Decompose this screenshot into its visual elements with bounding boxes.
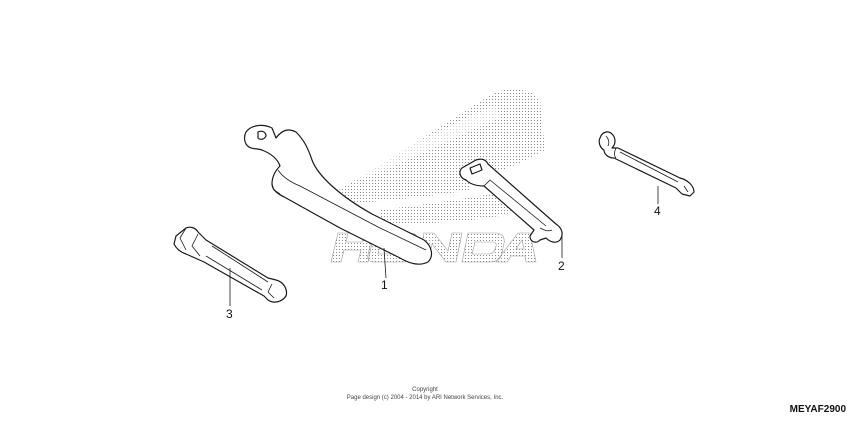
pin-spanner-wrench-icon: [243, 124, 433, 279]
diagram-code: MEYAF2900: [789, 404, 846, 415]
copyright-line-1: Copyright: [412, 387, 438, 393]
callout-part-3[interactable]: 3: [226, 307, 233, 321]
callout-part-2[interactable]: 2: [558, 259, 565, 273]
socket-extension-icon: [173, 226, 288, 306]
copyright-notice: Copyright Page design (c) 2004 - 2014 by…: [0, 386, 850, 402]
honda-wing-logo: [330, 88, 545, 224]
double-end-wrench-icon: [459, 158, 563, 258]
spoke-pin-icon: [598, 131, 695, 204]
callout-part-1[interactable]: 1: [381, 278, 388, 292]
copyright-line-2: Page design (c) 2004 - 2014 by ARI Netwo…: [346, 395, 504, 401]
callout-part-4[interactable]: 4: [654, 204, 661, 218]
